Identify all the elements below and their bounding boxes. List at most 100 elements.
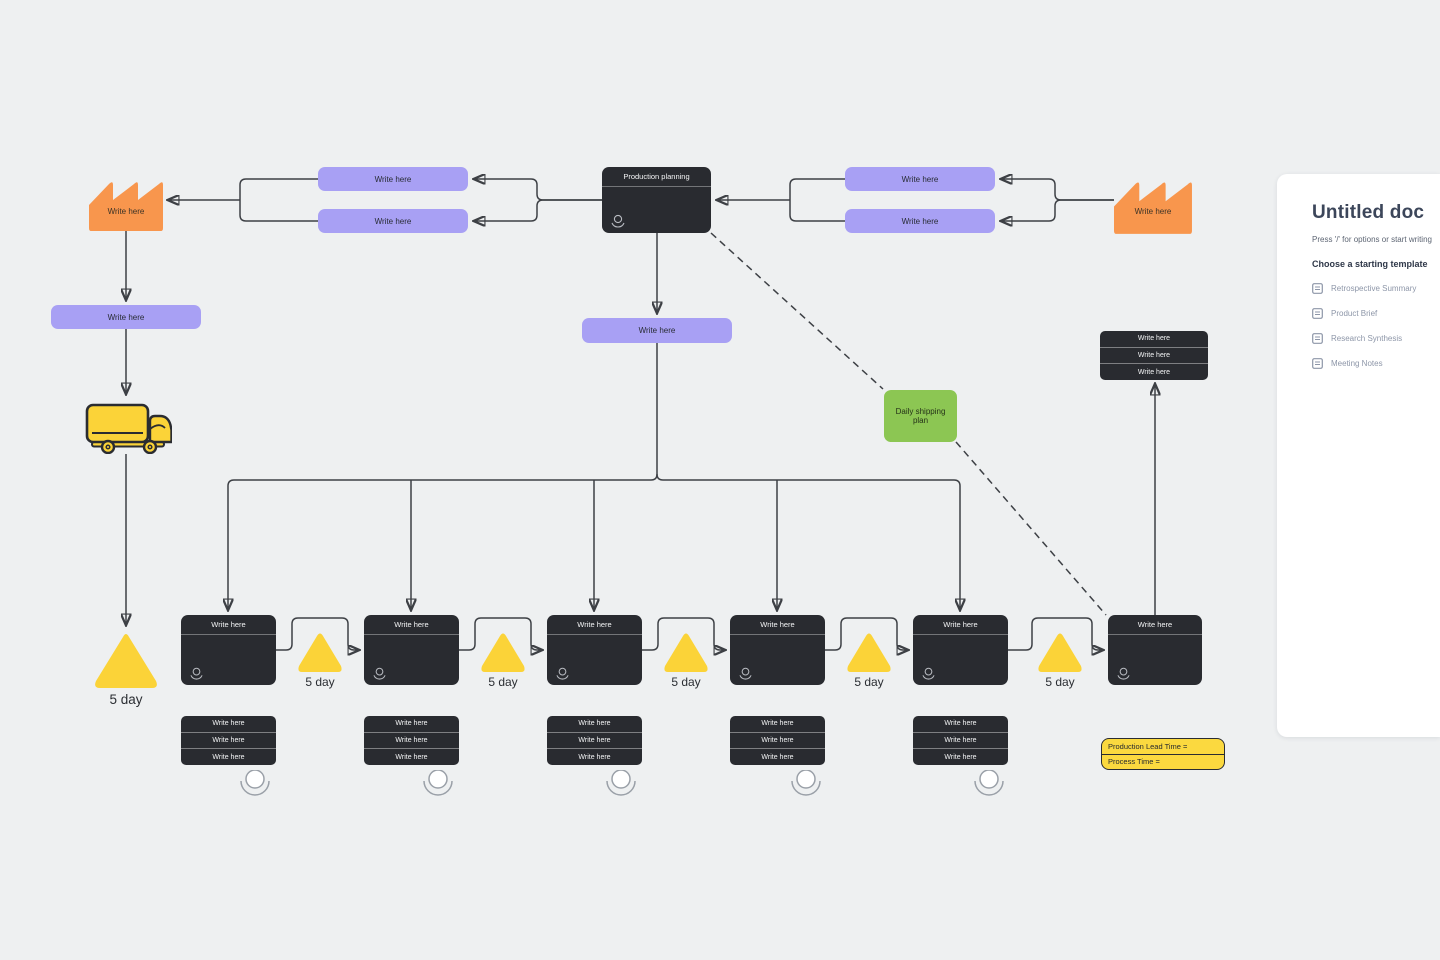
inventory-triangle-icon (298, 633, 342, 672)
operator-symbol-icon (791, 769, 821, 796)
data-stack[interactable]: Write here Write here Write here (730, 716, 825, 765)
operator-symbol[interactable] (604, 769, 638, 796)
info-box-label: Write here (107, 312, 145, 322)
operator-symbol[interactable] (421, 769, 455, 796)
inventory-days-label: 5 day (488, 675, 518, 689)
operator-symbol[interactable] (972, 769, 1006, 796)
process-box-title: Write here (181, 615, 276, 635)
template-item-product-brief[interactable]: Product Brief (1312, 307, 1434, 320)
operator-icon (922, 667, 935, 680)
data-stack[interactable]: Write here Write here Write here (547, 716, 642, 765)
data-stack-row: Write here (547, 733, 642, 750)
process-box[interactable]: Write here (364, 615, 459, 685)
factory-supplier[interactable]: Write here (89, 177, 163, 231)
operator-symbol-icon (974, 769, 1004, 796)
data-stack[interactable]: Write here Write here Write here (181, 716, 276, 765)
info-box[interactable]: Write here (51, 305, 201, 329)
inventory-triangle-icon (95, 634, 157, 688)
template-item-research-synthesis[interactable]: Research Synthesis (1312, 332, 1434, 345)
inventory-triangle[interactable] (93, 631, 159, 693)
process-box-title: Write here (1108, 615, 1202, 635)
operator-symbol-icon (606, 769, 636, 796)
template-item-retrospective-summary[interactable]: Retrospective Summary (1312, 282, 1434, 295)
operator-icon (611, 214, 625, 228)
data-stack-row: Write here (364, 716, 459, 733)
process-box-title: Write here (730, 615, 825, 635)
document-icon (1312, 358, 1323, 369)
data-stack-row: Write here (1137, 368, 1171, 376)
template-item-label: Retrospective Summary (1331, 284, 1417, 293)
info-box[interactable]: Write here (845, 167, 995, 191)
lead-time-box[interactable]: Production Lead Time = Process Time = (1101, 738, 1225, 770)
process-box[interactable]: Write here (730, 615, 825, 685)
data-stack-row: Write here (212, 753, 245, 761)
doc-title[interactable]: Untitled doc (1312, 202, 1425, 223)
process-box[interactable]: Write here (913, 615, 1008, 685)
data-stack-row: Write here (913, 733, 1008, 750)
factory-label: Write here (1134, 207, 1172, 216)
process-box[interactable]: Write here (547, 615, 642, 685)
document-icon (1312, 283, 1323, 294)
inventory-triangle[interactable] (297, 631, 343, 677)
factory-customer[interactable]: Write here (1114, 177, 1192, 234)
inventory-days-label: 5 day (671, 675, 701, 689)
inventory-triangle[interactable] (663, 631, 709, 677)
shipment-truck[interactable] (84, 400, 173, 455)
operator-icon (739, 667, 752, 680)
template-item-label: Meeting Notes (1331, 359, 1383, 368)
operator-symbol[interactable] (238, 769, 272, 796)
operator-icon (190, 667, 203, 680)
data-stack-row: Write here (578, 753, 611, 761)
daily-shipping-plan-label: Daily shipping plan (895, 407, 946, 425)
operator-symbol-icon (240, 769, 270, 796)
operator-symbol-icon (423, 769, 453, 796)
factory-label: Write here (107, 207, 145, 216)
template-item-meeting-notes[interactable]: Meeting Notes (1312, 357, 1434, 370)
process-box[interactable]: Write here (1108, 615, 1202, 685)
process-box-title: Write here (364, 615, 459, 635)
info-box[interactable]: Write here (318, 209, 468, 233)
document-icon (1312, 333, 1323, 344)
inventory-triangle[interactable] (480, 631, 526, 677)
data-stack-row: Write here (1100, 348, 1208, 365)
inventory-days-label: 5 day (109, 692, 143, 707)
templates-heading: Choose a starting template (1312, 259, 1428, 269)
data-stack-row: Write here (181, 733, 276, 750)
data-stack-row: Write here (761, 753, 794, 761)
inventory-triangle-icon (847, 633, 891, 672)
info-box[interactable]: Write here (582, 318, 732, 343)
inventory-days-label: 5 day (854, 675, 884, 689)
factory-icon (89, 182, 163, 231)
process-box-title: Write here (547, 615, 642, 635)
info-box[interactable]: Write here (845, 209, 995, 233)
process-box[interactable]: Write here (181, 615, 276, 685)
data-stack-row: Write here (730, 733, 825, 750)
doc-hint: Press '/' for options or start writing (1312, 235, 1432, 244)
daily-shipping-plan-box[interactable]: Daily shipping plan (884, 390, 957, 442)
inventory-triangle-icon (481, 633, 525, 672)
info-box-label: Write here (374, 174, 412, 184)
data-stack-row: Write here (364, 733, 459, 750)
truck-icon (85, 403, 173, 455)
data-stack[interactable]: Write here Write here Write here (364, 716, 459, 765)
data-stack-row: Write here (395, 753, 428, 761)
process-box-title: Write here (913, 615, 1008, 635)
inventory-triangle[interactable] (1037, 631, 1083, 677)
info-box-label: Write here (901, 216, 939, 226)
info-box[interactable]: Write here (318, 167, 468, 191)
inventory-triangle[interactable] (846, 631, 892, 677)
data-stack-row: Write here (913, 716, 1008, 733)
production-lead-time-row: Production Lead Time = (1102, 739, 1224, 755)
operator-symbol[interactable] (789, 769, 823, 796)
inventory-triangle-icon (664, 633, 708, 672)
data-stack[interactable]: Write here Write here Write here (913, 716, 1008, 765)
data-stack[interactable]: Write here Write here Write here (1100, 331, 1208, 380)
operator-icon (556, 667, 569, 680)
operator-icon (373, 667, 386, 680)
production-planning-box[interactable]: Production planning (602, 167, 711, 233)
dashed-info-flow (710, 232, 884, 390)
data-stack-row: Write here (730, 716, 825, 733)
template-item-label: Product Brief (1331, 309, 1378, 318)
